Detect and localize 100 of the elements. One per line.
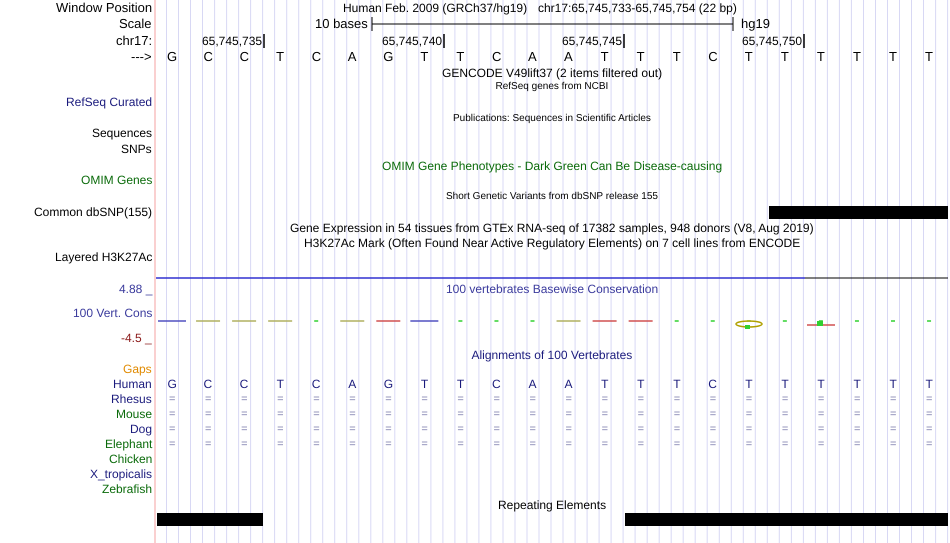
match-mark: = bbox=[674, 392, 680, 406]
base-letter: T bbox=[744, 50, 753, 64]
match-mark: = bbox=[277, 437, 284, 451]
match-mark: = bbox=[746, 422, 752, 436]
base-letter: T bbox=[816, 50, 825, 64]
track-label: Layered H3K27Ac bbox=[55, 250, 152, 264]
match-mark: = bbox=[241, 407, 248, 421]
base-letter: T bbox=[456, 50, 464, 64]
match-mark: = bbox=[385, 392, 392, 406]
match-mark: = bbox=[313, 407, 320, 421]
match-mark: = bbox=[493, 392, 500, 406]
match-mark: = bbox=[638, 407, 644, 421]
match-mark: = bbox=[457, 437, 464, 451]
base-letter: C bbox=[708, 377, 717, 391]
base-letter: T bbox=[745, 377, 753, 391]
match-mark: = bbox=[277, 407, 284, 421]
match-mark: = bbox=[169, 437, 176, 451]
base-letter: T bbox=[852, 50, 861, 64]
match-mark: = bbox=[277, 392, 284, 406]
match-mark: = bbox=[602, 437, 608, 451]
scale-label: hg19 bbox=[741, 17, 770, 31]
track-label: ---> bbox=[131, 50, 152, 64]
match-mark: = bbox=[493, 437, 500, 451]
match-mark: = bbox=[457, 407, 464, 421]
base-letter: T bbox=[889, 50, 897, 64]
match-mark: = bbox=[638, 437, 644, 451]
track-label: Gaps bbox=[123, 362, 152, 376]
match-mark: = bbox=[782, 407, 788, 421]
track-label: SNPs bbox=[121, 142, 152, 156]
match-mark: = bbox=[493, 422, 500, 436]
match-mark: = bbox=[385, 407, 392, 421]
match-mark: = bbox=[205, 392, 212, 406]
track-title: Short Genetic Variants from dbSNP release 155 bbox=[446, 190, 658, 204]
match-mark: = bbox=[457, 422, 464, 436]
track-label: OMIM Genes bbox=[81, 173, 152, 187]
track-label: Scale bbox=[119, 17, 152, 31]
base-letter: A bbox=[564, 377, 573, 391]
base-letter: T bbox=[673, 377, 681, 391]
match-mark: = bbox=[169, 407, 176, 421]
match-mark: = bbox=[566, 392, 572, 406]
match-mark: = bbox=[277, 422, 284, 436]
base-letter: G bbox=[384, 377, 394, 391]
base-letter: T bbox=[853, 377, 861, 391]
base-letter: T bbox=[780, 50, 789, 64]
match-mark: = bbox=[854, 422, 860, 436]
species-label: Rhesus bbox=[111, 392, 152, 406]
coordinate-label: 65,745,735 bbox=[202, 34, 262, 48]
match-mark: = bbox=[602, 407, 608, 421]
match-mark: = bbox=[421, 407, 428, 421]
match-mark: = bbox=[421, 422, 428, 436]
match-mark: = bbox=[241, 437, 248, 451]
track-label: Window Position bbox=[56, 1, 152, 15]
match-mark: = bbox=[710, 407, 716, 421]
axis-value: 4.88 _ bbox=[119, 282, 152, 296]
match-mark: = bbox=[457, 392, 464, 406]
match-mark: = bbox=[530, 392, 536, 406]
match-mark: = bbox=[710, 422, 716, 436]
match-mark: = bbox=[926, 407, 932, 421]
species-label: Chicken bbox=[109, 452, 152, 466]
match-mark: = bbox=[746, 407, 752, 421]
coordinate-label: 65,745,745 bbox=[562, 34, 622, 48]
match-mark: = bbox=[746, 392, 752, 406]
base-letter: A bbox=[528, 50, 537, 64]
track-title: Alignments of 100 Vertebrates bbox=[472, 348, 632, 362]
match-mark: = bbox=[566, 437, 572, 451]
base-letter: C bbox=[492, 377, 501, 391]
match-mark: = bbox=[782, 437, 788, 451]
match-mark: = bbox=[854, 392, 860, 406]
match-mark: = bbox=[818, 392, 824, 406]
match-mark: = bbox=[890, 437, 896, 451]
match-mark: = bbox=[818, 407, 824, 421]
match-mark: = bbox=[169, 422, 176, 436]
base-letter: T bbox=[637, 377, 644, 391]
base-letter: T bbox=[420, 50, 428, 64]
match-mark: = bbox=[890, 392, 896, 406]
base-letter: T bbox=[276, 50, 284, 64]
base-letter: T bbox=[601, 377, 608, 391]
base-letter: G bbox=[383, 50, 394, 64]
position-text: chr17:65,745,733-65,745,754 (22 bp) bbox=[538, 1, 737, 15]
match-mark: = bbox=[890, 422, 896, 436]
base-letter: T bbox=[600, 50, 609, 64]
track-title: H3K27Ac Mark (Often Found Near Active Regulatory Elements) on 7 cell lines from ENCODE bbox=[304, 236, 800, 250]
match-mark: = bbox=[854, 407, 860, 421]
base-letter: C bbox=[312, 377, 320, 391]
base-letter: C bbox=[204, 50, 213, 64]
base-letter: G bbox=[167, 50, 178, 64]
species-label: Mouse bbox=[116, 407, 152, 421]
match-mark: = bbox=[602, 422, 608, 436]
assembly-text: Human Feb. 2009 (GRCh37/hg19) bbox=[343, 1, 528, 15]
track-label: chr17: bbox=[116, 34, 152, 48]
track-title: GENCODE V49lift37 (2 items filtered out) bbox=[442, 66, 662, 80]
match-mark: = bbox=[674, 407, 680, 421]
match-mark: = bbox=[169, 392, 176, 406]
track-title: RefSeq genes from NCBI bbox=[496, 80, 608, 94]
match-mark: = bbox=[421, 392, 428, 406]
base-letter: T bbox=[925, 50, 933, 64]
match-mark: = bbox=[313, 422, 320, 436]
track-label: Sequences bbox=[92, 126, 152, 140]
species-label: Dog bbox=[130, 422, 152, 436]
base-letter: C bbox=[204, 377, 212, 391]
